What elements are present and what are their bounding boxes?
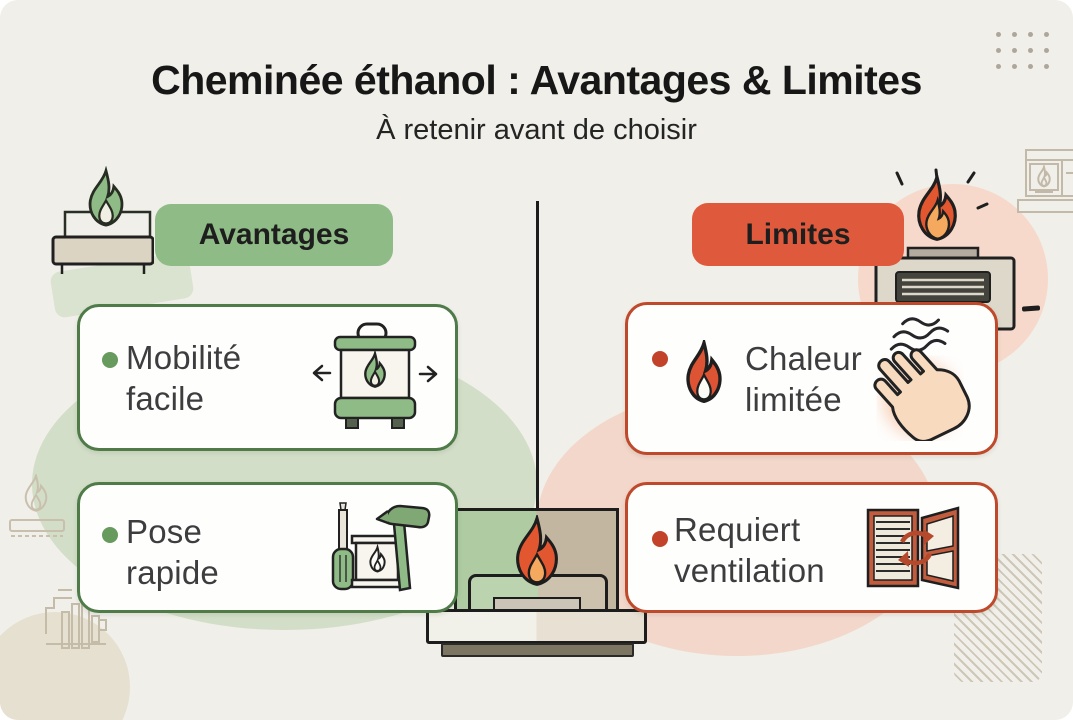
card-line: ventilation	[674, 552, 825, 589]
card-chaleur-limitee: Chaleur limitée	[625, 302, 998, 455]
card-line: Chaleur	[745, 340, 862, 377]
card-line: Pose	[126, 513, 203, 550]
bullet-dot	[652, 351, 668, 367]
flame-icon	[686, 341, 722, 404]
fireplace-base	[426, 609, 647, 644]
card-text: Chaleur limitée	[745, 338, 862, 420]
portable-fireplace-move-icon	[312, 322, 438, 429]
green-flame-burner-icon	[51, 169, 154, 274]
bullet-dot	[102, 527, 118, 543]
page-subtitle: À retenir avant de choisir	[376, 114, 697, 146]
limites-badge: Limites	[692, 203, 904, 266]
installation-tools-icon	[331, 502, 431, 592]
hand-heat-icon	[873, 317, 971, 441]
card-line: facile	[126, 380, 205, 417]
card-mobilite-facile: Mobilité facile	[77, 304, 458, 451]
building-outline-decoration	[45, 589, 107, 649]
page-title: Cheminée éthanol : Avantages & Limites	[151, 57, 922, 103]
advantages-badge: Avantages	[155, 204, 393, 266]
card-line: Mobilité	[126, 339, 242, 376]
dots-grid-decoration	[996, 32, 1060, 80]
bullet-dot	[652, 531, 668, 547]
fireplace-base-shadow	[441, 643, 634, 657]
card-line: rapide	[126, 554, 219, 591]
card-pose-rapide: Pose rapide	[77, 482, 458, 613]
card-text: Mobilité facile	[126, 337, 241, 419]
center-flame-icon	[516, 516, 558, 586]
bullet-dot	[102, 352, 118, 368]
open-window-ventilation-icon	[866, 506, 960, 590]
card-text: Pose rapide	[126, 511, 219, 593]
fireplace-outline-icon	[1017, 149, 1073, 213]
card-line: Requiert	[674, 511, 801, 548]
center-divider-line	[536, 201, 539, 509]
card-text: Requiert ventilation	[674, 509, 825, 591]
card-requiert-ventilation: Requiert ventilation	[625, 482, 998, 613]
card-line: limitée	[745, 381, 842, 418]
burner-outline-icon	[9, 474, 65, 537]
